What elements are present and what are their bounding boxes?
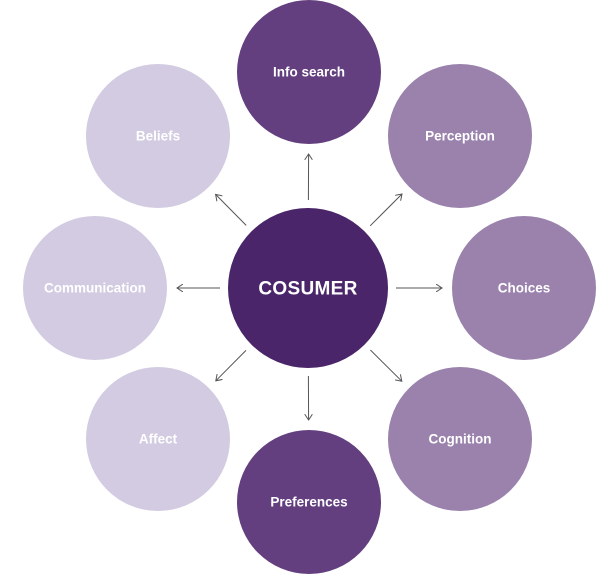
- node-circle-beliefs: [86, 64, 230, 208]
- node-circle-affect: [86, 367, 230, 511]
- node-affect: Affect: [86, 367, 230, 511]
- node-beliefs: Beliefs: [86, 64, 230, 208]
- node-circle-communication: [23, 216, 167, 360]
- arrow-to-beliefs: [216, 194, 247, 226]
- center-node: COSUMER: [228, 208, 388, 368]
- nodes-layer: Info searchPerceptionChoicesCognitionPre…: [23, 0, 596, 574]
- arrow-to-cognition: [370, 349, 401, 381]
- node-info-search: Info search: [237, 0, 381, 144]
- node-circle-choices: [452, 216, 596, 360]
- node-circle-preferences: [237, 430, 381, 574]
- node-label-info-search: Info search: [273, 65, 345, 80]
- node-communication: Communication: [23, 216, 167, 360]
- node-circle-cognition: [388, 367, 532, 511]
- arrow-to-affect: [216, 350, 247, 380]
- arrows-layer: [177, 154, 442, 420]
- center-circle: [228, 208, 388, 368]
- center-label: COSUMER: [258, 279, 357, 300]
- node-label-communication: Communication: [44, 281, 146, 296]
- arrow-to-perception: [369, 194, 402, 227]
- node-label-cognition: Cognition: [429, 432, 492, 447]
- node-perception: Perception: [388, 64, 532, 208]
- node-label-beliefs: Beliefs: [136, 129, 180, 144]
- node-choices: Choices: [452, 216, 596, 360]
- node-label-affect: Affect: [139, 432, 178, 447]
- node-circle-info-search: [237, 0, 381, 144]
- node-label-perception: Perception: [425, 129, 495, 144]
- node-label-preferences: Preferences: [270, 495, 347, 510]
- node-preferences: Preferences: [237, 430, 381, 574]
- node-cognition: Cognition: [388, 367, 532, 511]
- node-circle-perception: [388, 64, 532, 208]
- node-label-choices: Choices: [498, 281, 551, 296]
